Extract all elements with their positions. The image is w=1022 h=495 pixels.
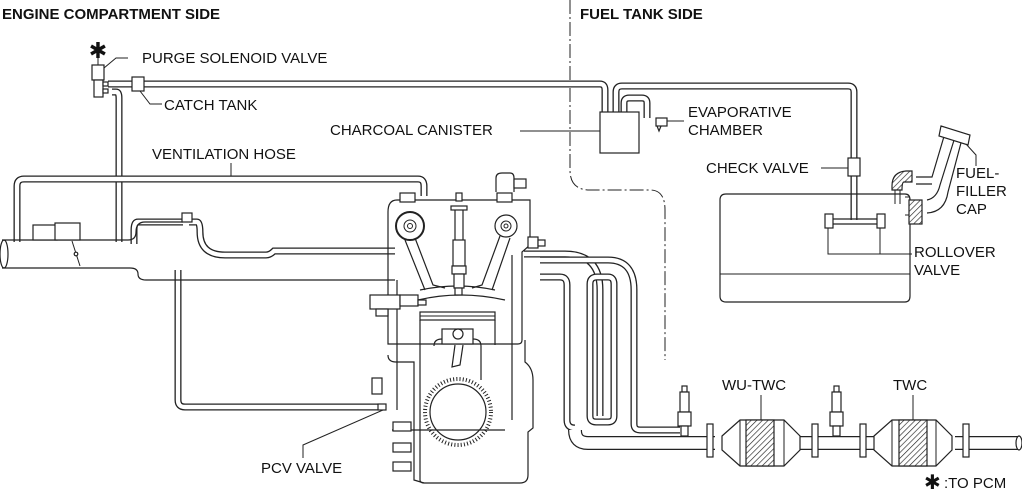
exhaust-flange [962, 423, 970, 458]
ventilation-hose [13, 175, 428, 242]
crank-pulley-teeth [423, 377, 493, 447]
exhaust-flange [859, 423, 867, 458]
crankshaft-pulley [429, 383, 487, 441]
pcv-hose [174, 270, 380, 411]
piston-pin [452, 328, 464, 340]
pcv-valve [377, 403, 387, 411]
label-fuel-filler-cap-line1: FUEL- [956, 165, 999, 182]
legend-asterisk-icon: ✱ [924, 470, 941, 494]
label-purge-solenoid-valve: PURGE SOLENOID VALVE [142, 50, 327, 67]
label-check-valve: CHECK VALVE [706, 160, 809, 177]
label-evaporative-chamber-line1: EVAPORATIVE [688, 104, 792, 121]
exhaust-camshaft [494, 214, 518, 238]
catch-tank [131, 76, 145, 92]
label-fuel-filler-cap-line3: CAP [956, 201, 987, 218]
label-pcv-valve: PCV VALVE [261, 460, 342, 477]
label-rollover-valve-line1: ROLLOVER [914, 244, 996, 261]
fuel-tank-side-header: FUEL TANK SIDE [580, 6, 703, 23]
intake-bypass-hose [130, 218, 395, 259]
section-divider-line [569, 0, 666, 360]
charcoal-canister [599, 111, 640, 154]
label-twc: TWC [893, 377, 927, 394]
label-wu-twc: WU-TWC [722, 377, 786, 394]
cylinder-head [369, 172, 546, 317]
label-catch-tank: CATCH TANK [164, 97, 257, 114]
check-valve [847, 157, 861, 177]
twc-converter [873, 419, 953, 467]
front-oxygen-sensor [677, 385, 692, 437]
evaporative-chamber [655, 117, 668, 133]
evaporative-chamber-hose [620, 94, 651, 118]
legend-to-pcm: :TO PCM [944, 475, 1006, 492]
intake-pipe: M [0, 221, 395, 281]
label-evaporative-chamber-line2: CHAMBER [688, 122, 763, 139]
fuel-tank [719, 193, 911, 303]
label-ventilation-hose: VENTILATION HOSE [152, 146, 296, 163]
label-charcoal-canister: CHARCOAL CANISTER [330, 122, 493, 139]
leader-fuel-filler-cap [965, 143, 977, 166]
wu-twc-converter [721, 419, 801, 467]
purge-solenoid-valve [91, 55, 109, 98]
fuel-filler-cap [938, 125, 971, 146]
throttle-motor-housing [32, 224, 58, 241]
exhaust-loop-hoses [524, 250, 680, 434]
leader-purge-solenoid [103, 57, 128, 69]
rollover-valve [824, 213, 886, 255]
fuel-filler-neck [891, 132, 963, 225]
exhaust-flange [811, 423, 819, 458]
to-pcm-asterisk-icon: ✱ [89, 39, 107, 64]
exhaust-flange [706, 423, 714, 458]
leader-pcv-valve [302, 409, 384, 458]
leader-catch-tank [139, 90, 162, 105]
rear-oxygen-sensor [829, 385, 844, 437]
exhaust-pipe [568, 423, 1022, 458]
purge-vertical-hose [112, 88, 123, 242]
engine-compartment-side-header: ENGINE COMPARTMENT SIDE [2, 6, 220, 23]
hose-connector [181, 212, 193, 223]
label-rollover-valve-line2: VALVE [914, 262, 960, 279]
label-fuel-filler-cap-line2: FILLER [956, 183, 1007, 200]
engine-block [371, 199, 534, 484]
canister-to-tank-hose [612, 82, 858, 158]
purge-line-hose [108, 80, 609, 112]
